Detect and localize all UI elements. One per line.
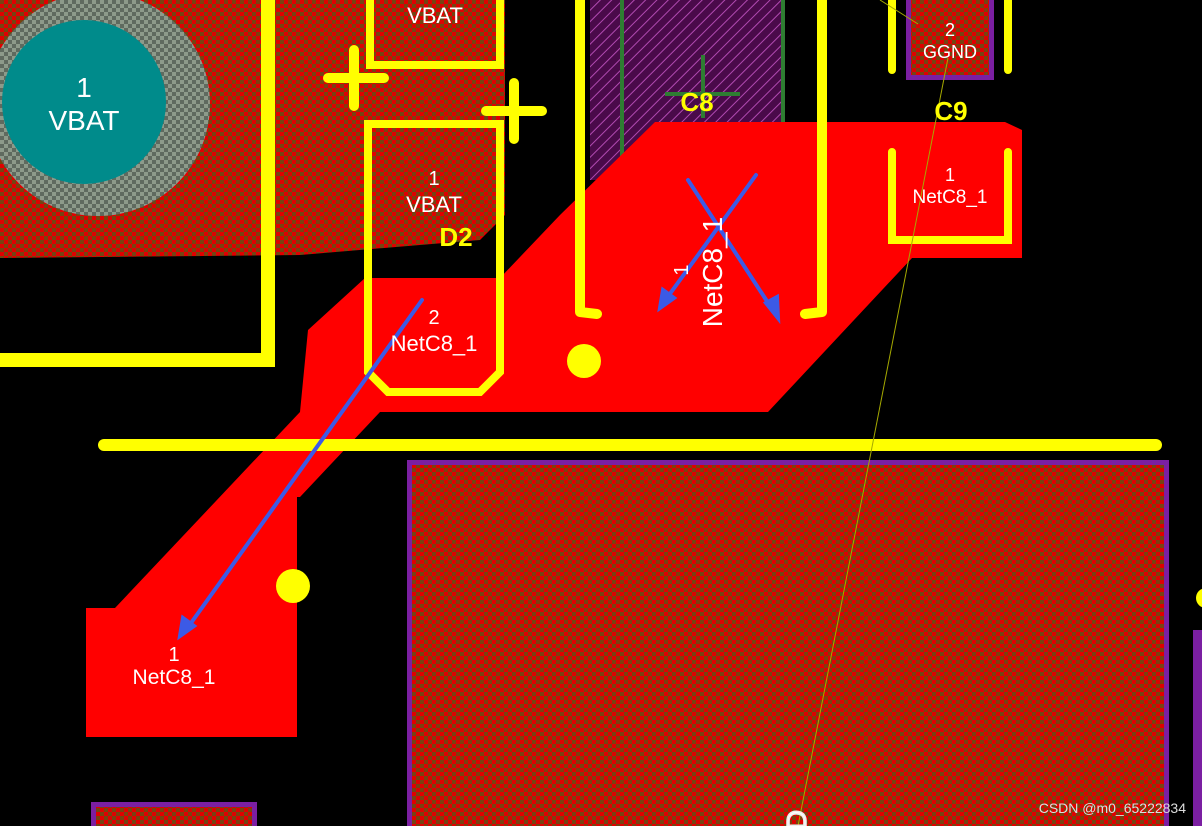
c8-pad1-number: 1: [671, 264, 693, 275]
left-pad-net: NetC8_1: [133, 666, 216, 689]
ratsnest-arrows: [177, 173, 781, 641]
silk-c8-outline: [575, 0, 827, 319]
right-edge-via[interactable]: [1196, 588, 1202, 608]
c9-pad2[interactable]: [911, 0, 989, 75]
ratsnest-ggnd-line-2: [879, 0, 919, 25]
silk-outline-left: [0, 0, 275, 367]
designator-d2[interactable]: D2: [439, 222, 472, 252]
large-bottom-pad[interactable]: [412, 465, 1164, 826]
silk-plus-2: [481, 78, 547, 144]
designator-c8[interactable]: C8: [680, 87, 713, 117]
c9-pad1-number: 1: [945, 165, 955, 185]
vbat-top-pad-net: VBAT: [407, 3, 463, 28]
c9-pad1-net: NetC8_1: [913, 187, 988, 208]
silk-c9-bottom: [888, 148, 1012, 244]
c9-pad2-net: GGND: [923, 42, 977, 62]
watermark: CSDN @m0_65222834: [1038, 800, 1186, 816]
right-edge-pad[interactable]: [1193, 630, 1202, 826]
d2-pad1-number: 1: [428, 168, 439, 190]
bottom-left-pad[interactable]: [96, 807, 252, 826]
copper-netc8-main[interactable]: [86, 122, 1022, 737]
c9-pad2-number: 2: [945, 20, 955, 40]
silk-vbat-top-pad: [366, 0, 504, 69]
big-pad-number: 1: [76, 72, 92, 103]
designator-c9[interactable]: C9: [934, 96, 967, 126]
c8-pad1-net: NetC8_1: [697, 217, 728, 328]
via-1[interactable]: [567, 344, 601, 378]
silk-c9-top: [888, 0, 1012, 74]
ratsnest-ggnd-line: [797, 57, 949, 826]
left-pad-number: 1: [168, 644, 179, 666]
d2-pad2-net: NetC8_1: [391, 331, 478, 356]
via-2[interactable]: [276, 569, 310, 603]
d2-pad2-number: 2: [428, 307, 439, 329]
d2-pad1-net: VBAT: [406, 192, 462, 217]
silk-d2-outline: [364, 120, 504, 396]
silk-plus-1: [323, 45, 389, 111]
partial-label: D: [781, 810, 812, 826]
big-pad-vbat[interactable]: [2, 20, 166, 184]
big-pad-net: VBAT: [48, 105, 119, 136]
